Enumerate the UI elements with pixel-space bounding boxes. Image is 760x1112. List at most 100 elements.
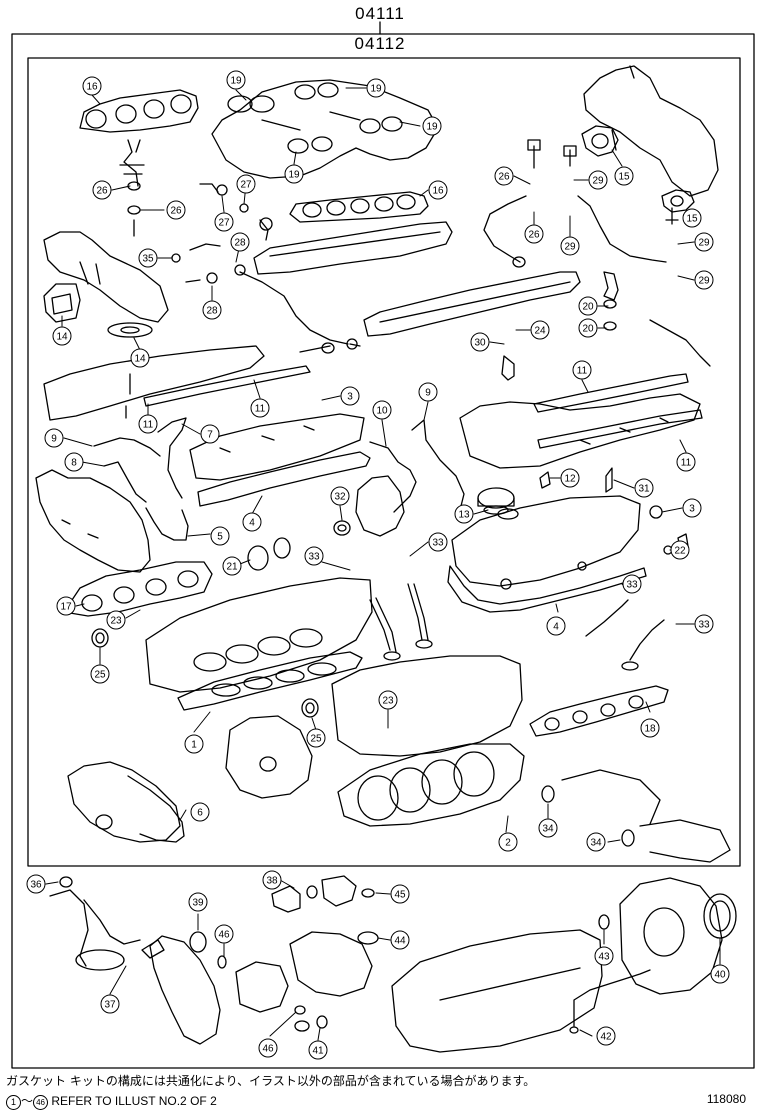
callout-circle (26, 874, 46, 894)
callout-11: 11 (676, 452, 696, 472)
callout-circle (454, 504, 474, 524)
gasket-9-left (93, 437, 161, 457)
callout-number: 3 (689, 504, 695, 515)
callout-number: 33 (308, 552, 320, 563)
callout-number: 5 (217, 532, 223, 543)
oil-strainer-pipe (49, 876, 165, 971)
callout-circle (200, 424, 220, 444)
callout-11: 11 (138, 414, 158, 434)
callout-number: 41 (312, 1046, 324, 1057)
callout-9: 9 (418, 382, 438, 402)
range-tilde: ～ (21, 1094, 34, 1108)
callout-38: 38 (262, 870, 282, 890)
callout-circle (330, 486, 350, 506)
callout-number: 11 (143, 420, 154, 431)
intake-gasket-16-upper (79, 89, 199, 133)
gasket-4-left (197, 451, 371, 507)
callout-circle (258, 1038, 278, 1058)
callout-number: 9 (425, 388, 431, 399)
callout-17: 17 (56, 596, 76, 616)
callout-circle (418, 382, 438, 402)
callout-circle (222, 556, 242, 576)
callout-number: 25 (94, 670, 106, 681)
water-pipes-right (483, 139, 679, 268)
callout-number: 29 (564, 242, 576, 253)
callout-circle (530, 320, 550, 340)
callout-circle (214, 924, 234, 944)
water-outlet-38 (271, 875, 375, 913)
callout-34: 34 (586, 832, 606, 852)
callout-circle (226, 70, 246, 90)
intake-gasket-16-lower (289, 191, 429, 223)
callout-42: 42 (596, 1026, 616, 1046)
left-cylinder-head (145, 577, 373, 693)
rear-seals-34 (541, 769, 731, 863)
callout-circle (308, 1040, 328, 1060)
callout-46: 46 (214, 924, 234, 944)
callout-number: 24 (534, 326, 546, 337)
callout-circle (56, 596, 76, 616)
callout-circle (428, 180, 448, 200)
seal-43-pipe-42 (569, 914, 651, 1034)
callout-number: 35 (142, 254, 154, 265)
callout-4: 4 (546, 616, 566, 636)
left-head-gasket-1 (177, 651, 363, 711)
callout-number: 34 (590, 838, 602, 849)
callout-circle (694, 270, 714, 290)
callout-number: 33 (432, 538, 444, 549)
timing-plate (225, 715, 313, 799)
callout-number: 14 (56, 332, 68, 343)
callout-number: 10 (376, 406, 388, 417)
callout-number: 27 (218, 218, 230, 229)
circle-end-ref: 46 (33, 1095, 49, 1110)
callout-39: 39 (188, 892, 208, 912)
callout-circle (546, 616, 566, 636)
callout-number: 42 (600, 1032, 612, 1043)
callout-circle (524, 224, 544, 244)
callout-number: 4 (249, 518, 255, 529)
callout-number: 33 (626, 580, 638, 591)
callout-2: 2 (498, 832, 518, 852)
callout-31: 31 (634, 478, 654, 498)
callout-14: 14 (52, 326, 72, 346)
callout-29: 29 (560, 236, 580, 256)
callout-22: 22 (670, 540, 690, 560)
callout-number: 16 (432, 186, 444, 197)
callout-circle (710, 964, 730, 984)
callout-circle (202, 300, 222, 320)
oil-pan (391, 929, 603, 1053)
exhaust-gasket-18 (529, 685, 669, 737)
callout-33: 33 (694, 614, 714, 634)
callout-circle (498, 832, 518, 852)
callout-circle (366, 78, 386, 98)
callout-number: 40 (714, 970, 726, 981)
callout-circle (90, 664, 110, 684)
callout-number: 44 (394, 936, 406, 947)
circle-start-number: 1 (10, 1097, 16, 1107)
callout-29: 29 (588, 170, 608, 190)
callout-number: 3 (347, 392, 353, 403)
circle-start-ref: 1 (6, 1095, 21, 1110)
callout-number: 8 (71, 458, 77, 469)
callout-circle (634, 478, 654, 498)
callout-circle (250, 398, 270, 418)
gasket-14-left (43, 283, 81, 323)
callout-23: 23 (378, 690, 398, 710)
callout-25: 25 (306, 728, 326, 748)
callout-number: 2 (505, 838, 511, 849)
callout-number: 33 (698, 620, 710, 631)
gasket-7 (157, 417, 187, 499)
callout-circle (670, 540, 690, 560)
callout-7: 7 (200, 424, 220, 444)
callout-circle (428, 532, 448, 552)
intake-plenum (211, 79, 439, 179)
callout-circle (100, 994, 120, 1014)
callout-circle (694, 614, 714, 634)
gasket-6 (127, 775, 185, 843)
illustration-number: 118080 (706, 1092, 746, 1106)
seal-25-mid (301, 698, 319, 718)
callout-37: 37 (100, 994, 120, 1014)
callout-27: 27 (236, 174, 256, 194)
callout-number: 22 (674, 546, 686, 557)
callout-circle (572, 360, 592, 380)
